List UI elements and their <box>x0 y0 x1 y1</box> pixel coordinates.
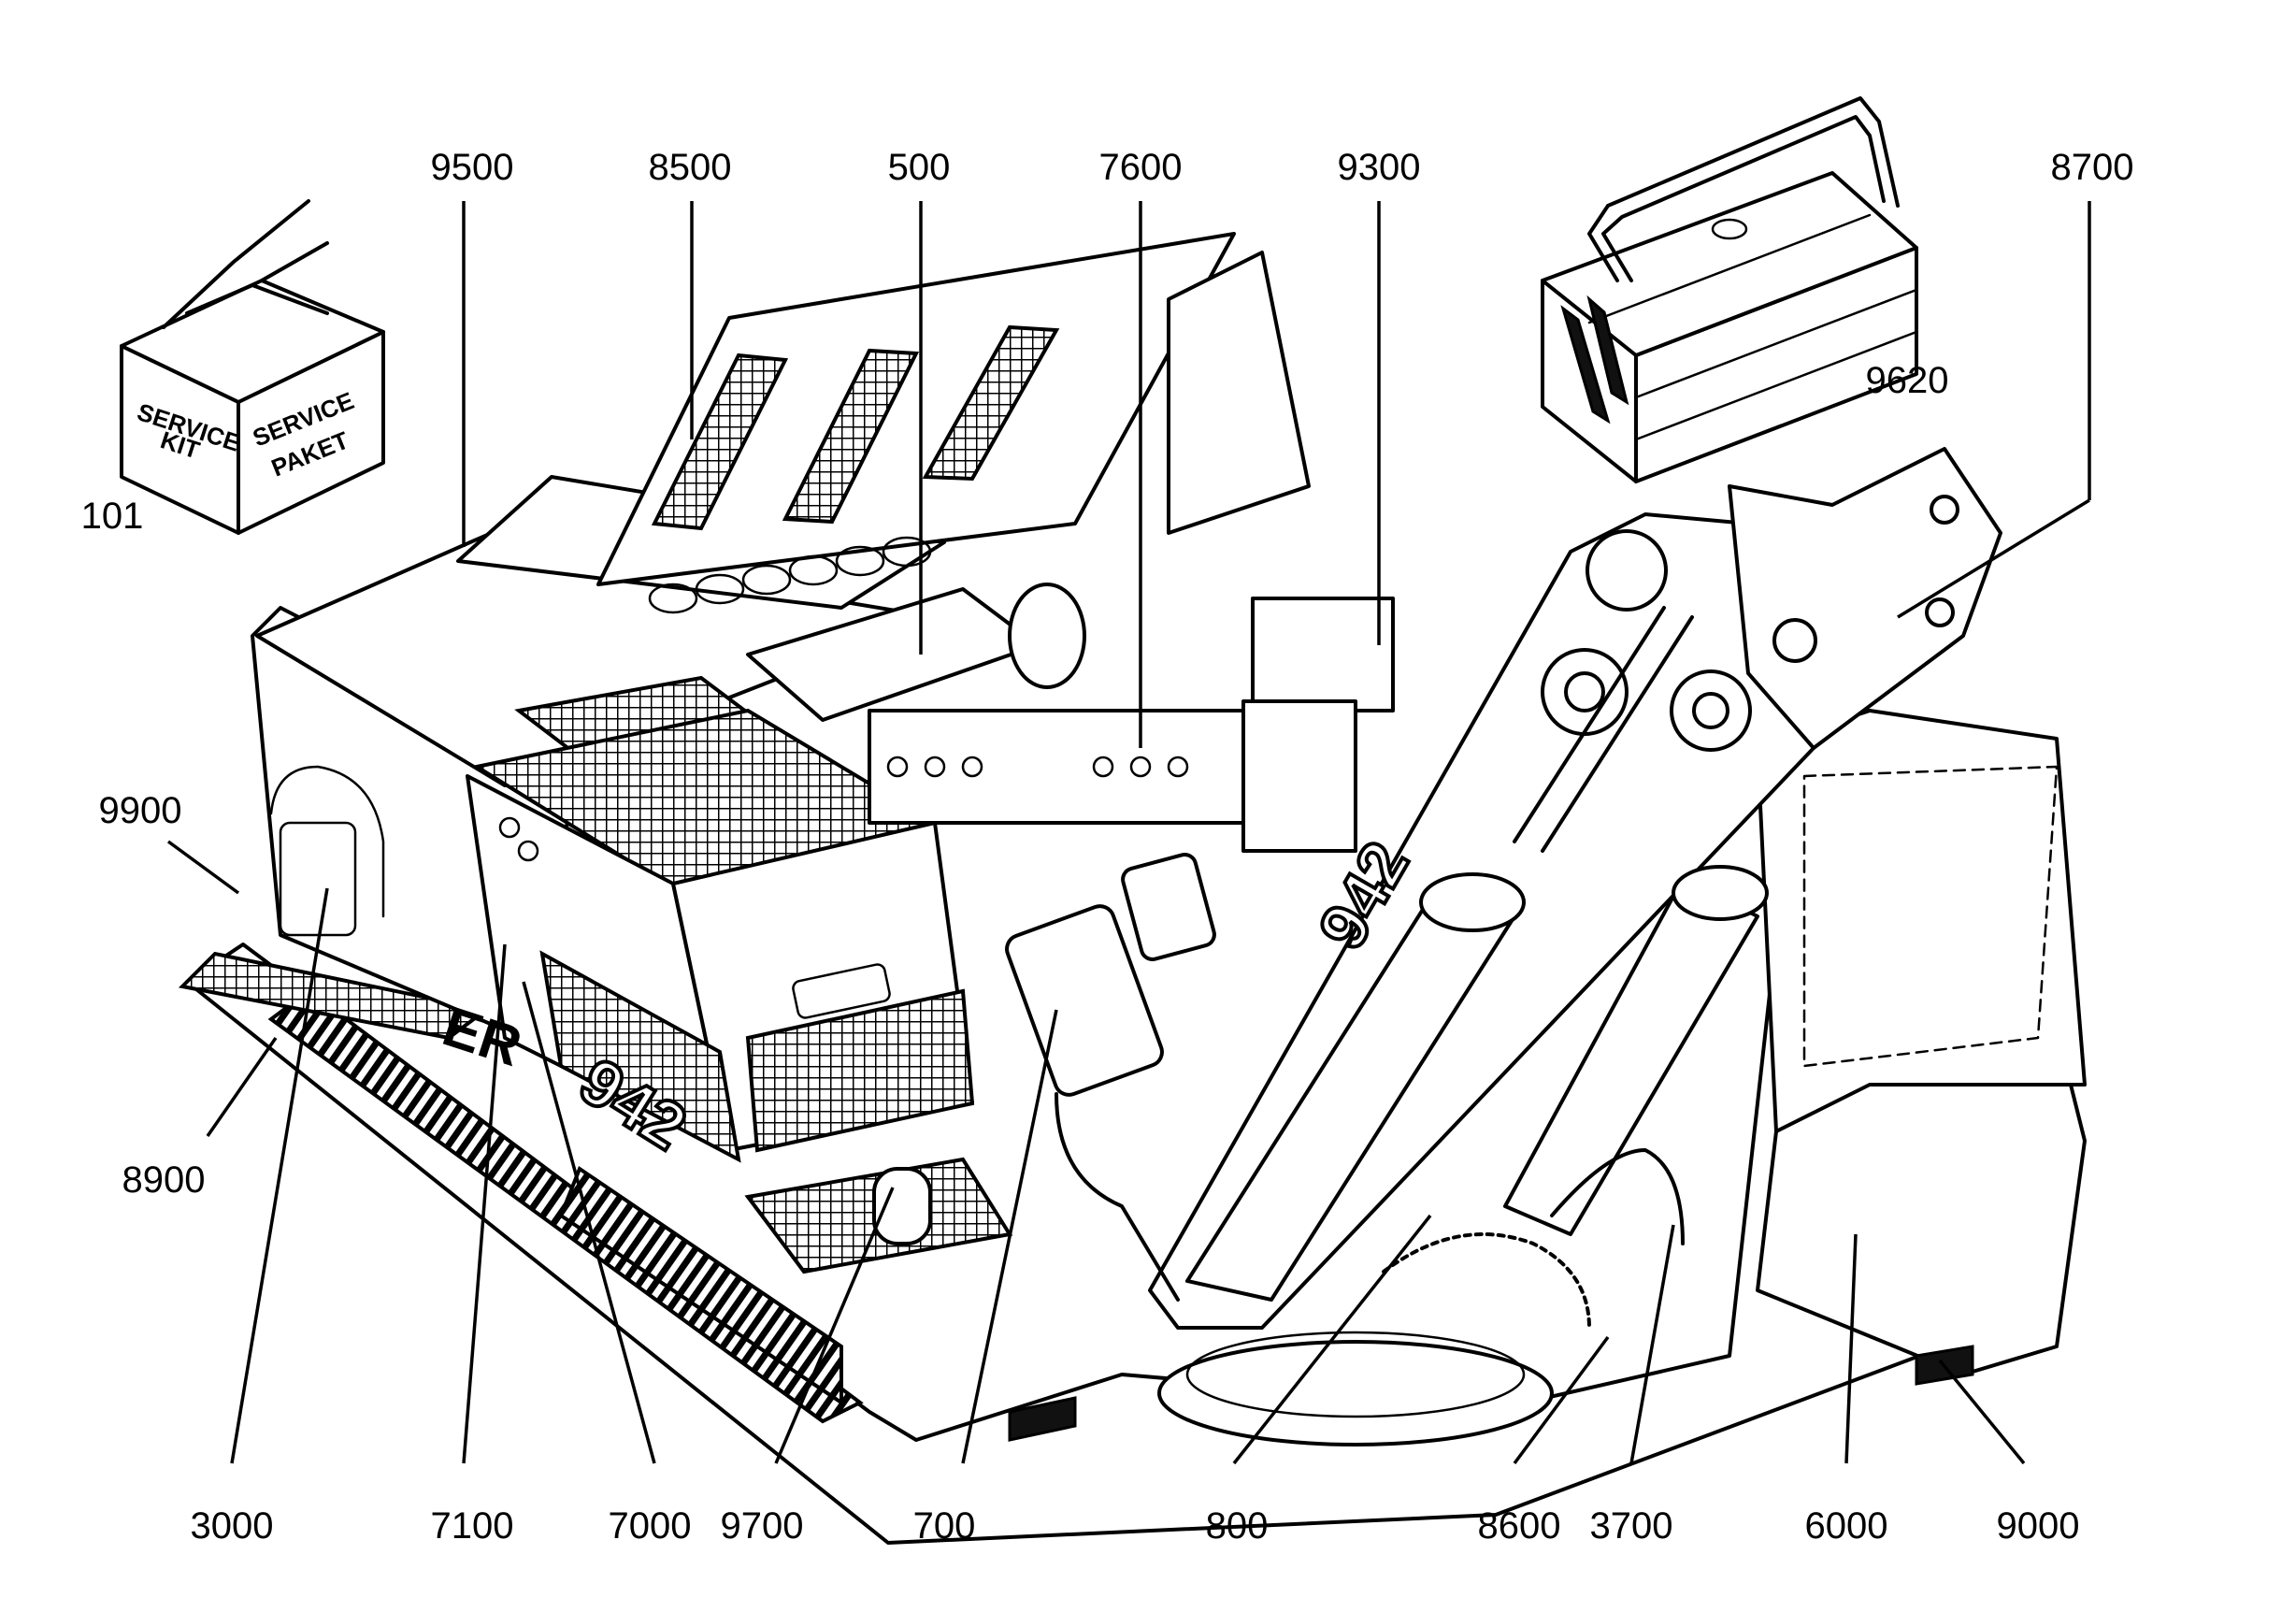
leader-7100 <box>462 943 507 1464</box>
callout-8500: 8500 <box>649 147 732 188</box>
callout-labels: 9500 8500 500 7600 9300 8700 9620 101 99… <box>81 147 2134 1547</box>
leader-6000 <box>1844 1233 1858 1464</box>
leader-9000 <box>1938 1359 2026 1465</box>
callout-800: 800 <box>1206 1505 1269 1547</box>
callout-7100: 7100 <box>431 1505 514 1547</box>
callout-7000: 7000 <box>609 1505 692 1547</box>
leader-3000 <box>230 887 329 1464</box>
callout-101: 101 <box>81 496 144 537</box>
leader-800 <box>1232 1214 1432 1465</box>
callout-9900: 9900 <box>99 790 182 831</box>
callout-3000: 3000 <box>191 1505 274 1547</box>
callout-9700: 9700 <box>721 1505 804 1547</box>
leader-8600 <box>1513 1335 1610 1465</box>
leader-8700-diag <box>1897 498 2090 619</box>
callout-8600: 8600 <box>1478 1505 1561 1547</box>
service-kit-box: SERVICE KIT SERVICE PAKET <box>120 199 385 535</box>
callout-8900: 8900 <box>122 1159 206 1201</box>
engine-block <box>648 536 1395 853</box>
toolbox <box>1541 96 1918 483</box>
callout-8700: 8700 <box>2051 147 2134 188</box>
callout-700: 700 <box>913 1505 976 1547</box>
leader-9700 <box>774 1187 895 1464</box>
callout-9000: 9000 <box>1997 1505 2080 1547</box>
callout-9500: 9500 <box>431 147 514 188</box>
callout-9620: 9620 <box>1866 360 1949 401</box>
leader-lines <box>166 201 2091 1465</box>
leader-700 <box>961 1009 1058 1464</box>
leader-9900 <box>166 840 240 895</box>
callout-6000: 6000 <box>1805 1505 1888 1547</box>
machine-body <box>178 232 2087 1545</box>
leader-7000 <box>522 981 656 1464</box>
leader-3700 <box>1629 1224 1675 1464</box>
leader-8900 <box>206 1037 278 1137</box>
callout-9300: 9300 <box>1338 147 1421 188</box>
callout-3700: 3700 <box>1590 1505 1673 1547</box>
callout-7600: 7600 <box>1099 147 1183 188</box>
crane-boom <box>744 447 2002 1330</box>
callout-500: 500 <box>888 147 951 188</box>
